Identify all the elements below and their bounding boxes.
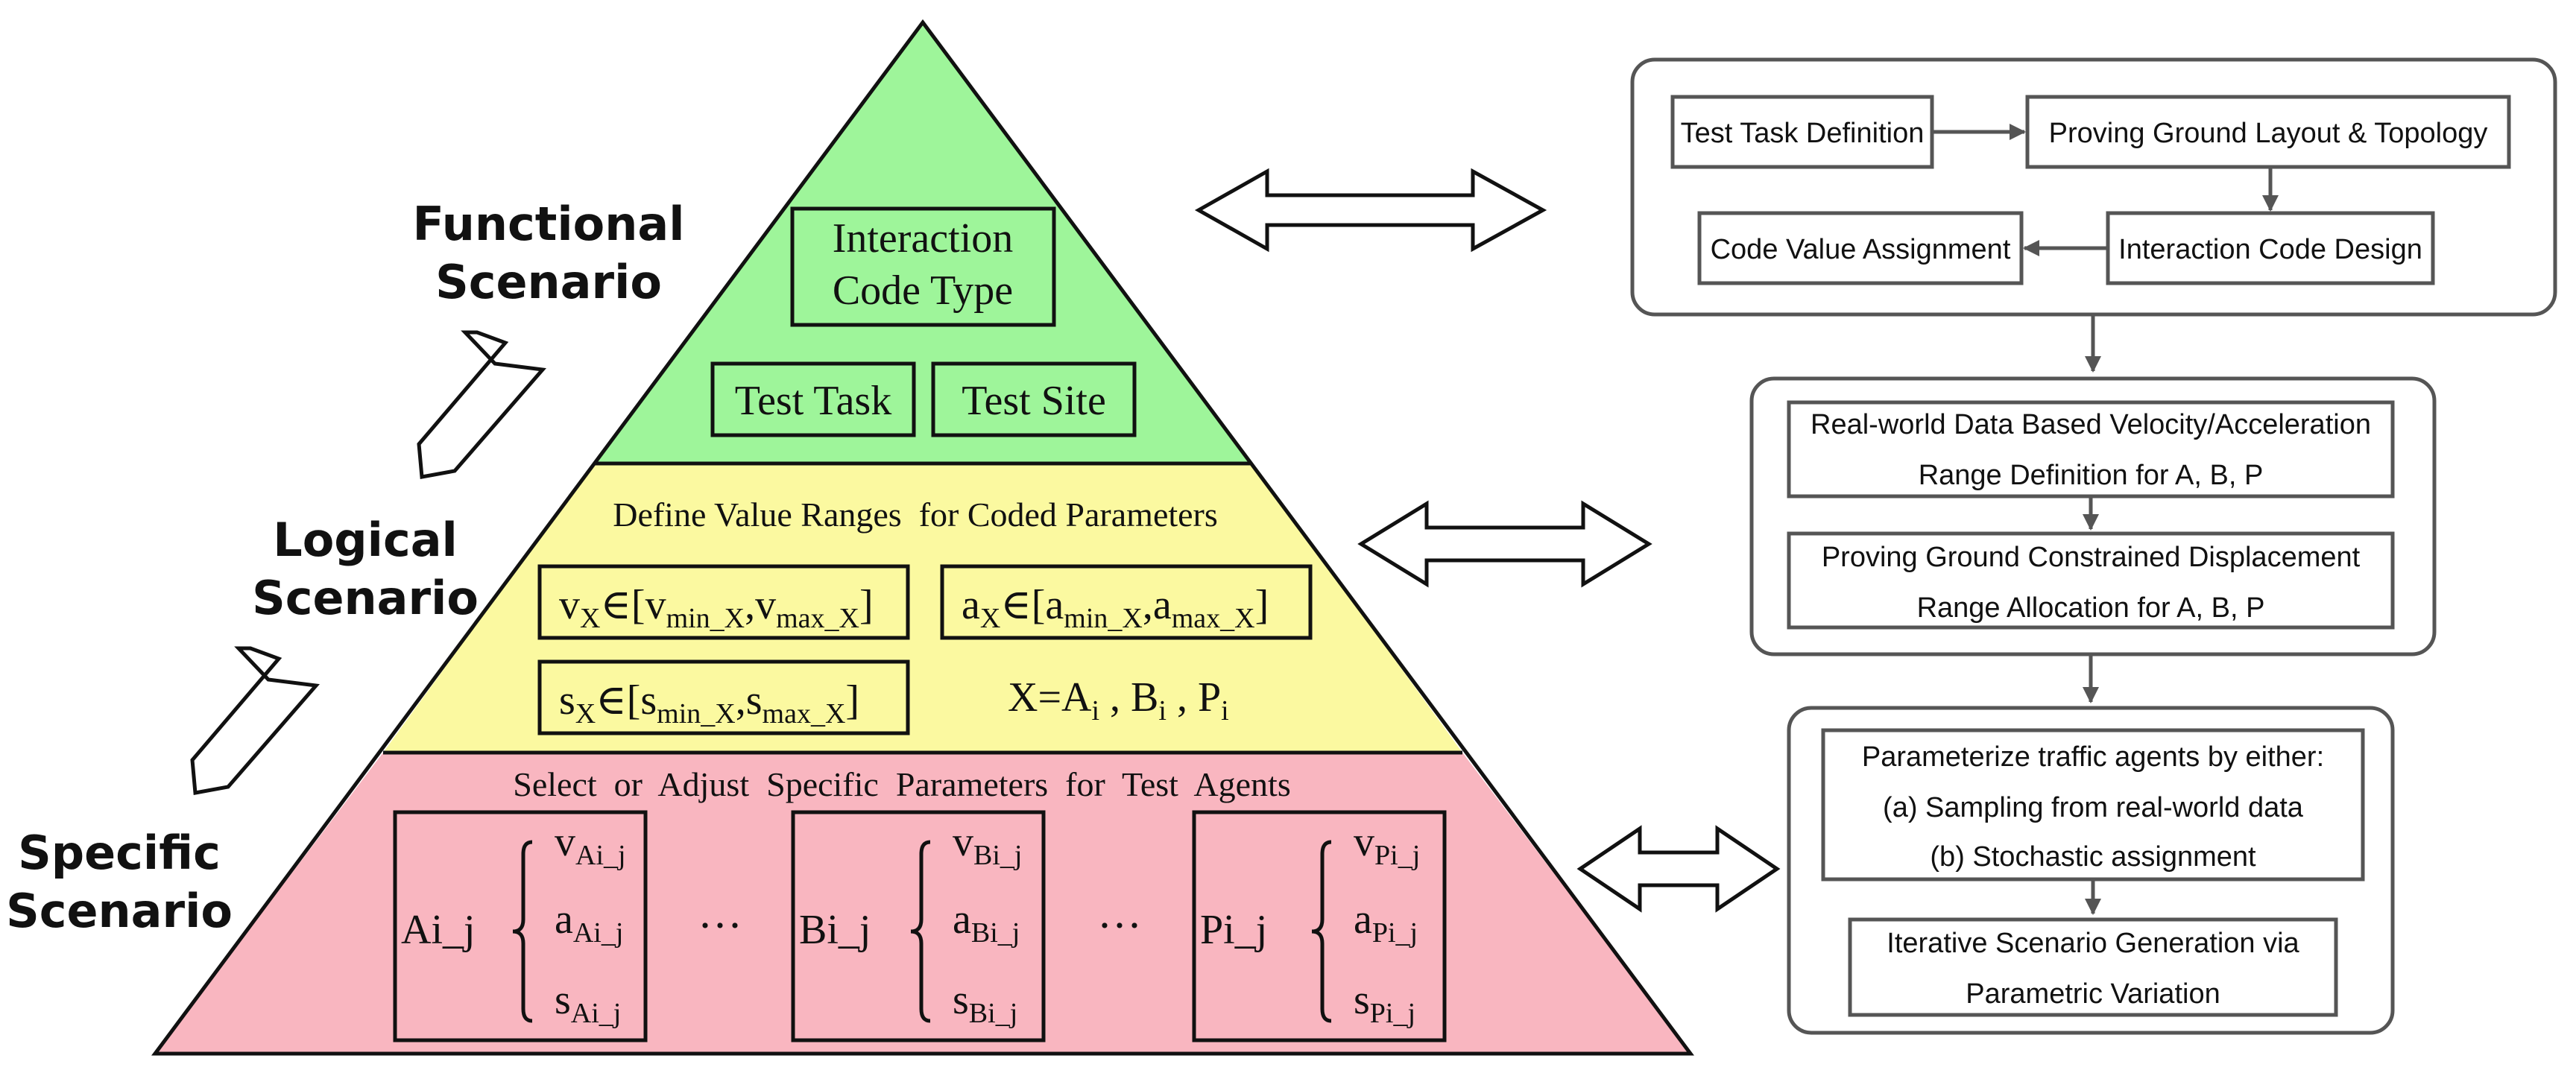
v-range-box: vX∈[vmin_X,vmax_X] xyxy=(537,564,910,640)
agent-block-pi-j: Pi_j vPi_j aPi_j sPi_j xyxy=(1192,810,1447,1042)
proving-ground-layout-label: Proving Ground Layout & Topology xyxy=(2049,118,2488,149)
interaction-code-type-line2: Code Type xyxy=(833,268,1013,314)
parameterize-agents-box: Parameterize traffic agents by either: (… xyxy=(1821,728,2365,882)
specific-scenario-label-line1: Specific xyxy=(18,826,221,880)
agent-block-bi-j: Bi_j vBi_j aBi_j sBi_j xyxy=(791,810,1046,1042)
agent-block-ai-j: Ai_j vAi_j aAi_j sAi_j xyxy=(393,810,648,1042)
agent-param-a: aPi_j xyxy=(1354,896,1418,949)
ellipsis-2: ··· xyxy=(1097,901,1142,950)
velocity-range-line2: Range Definition for A, B, P xyxy=(1919,460,2264,491)
agent-box xyxy=(393,810,648,1042)
double-arrow-middle xyxy=(1357,500,1652,588)
functional-to-logical-arrow xyxy=(417,330,546,479)
iterative-line1: Iterative Scenario Generation via xyxy=(1887,928,2299,959)
double-arrow-top xyxy=(1194,168,1547,253)
curly-brace xyxy=(512,840,533,1023)
agent-param-v: vBi_j xyxy=(953,819,1022,871)
parameterize-line2: (a) Sampling from real-world data xyxy=(1883,792,2304,823)
velocity-range-box: Real-world Data Based Velocity/Accelerat… xyxy=(1787,400,2395,499)
agent-name: Bi_j xyxy=(799,907,871,953)
test-site-label: Test Site xyxy=(962,378,1106,424)
specific-scenario-label-line2: Scenario xyxy=(6,884,233,938)
agent-param-v: vAi_j xyxy=(555,819,626,871)
test-task-label: Test Task xyxy=(735,378,891,424)
agent-param-v: vPi_j xyxy=(1354,819,1420,871)
interaction-code-design-label: Interaction Code Design xyxy=(2118,234,2422,265)
a-range-box: aX∈[amin_X,amax_X] xyxy=(940,564,1313,640)
curly-brace xyxy=(910,840,931,1023)
x-definition: X=Ai , Bi , Pi xyxy=(1008,674,1229,727)
agent-param-s: sAi_j xyxy=(555,977,621,1029)
logical-scenario-label-line2: Scenario xyxy=(252,571,479,625)
functional-scenario-label-line2: Scenario xyxy=(435,255,662,309)
interaction-code-design-box: Interaction Code Design xyxy=(2106,211,2435,285)
select-adjust-title: Select or Adjust Specific Parameters for… xyxy=(513,765,1291,803)
agent-name: Ai_j xyxy=(401,907,476,953)
agent-box xyxy=(791,810,1046,1042)
iterative-line2: Parametric Variation xyxy=(1966,978,2220,1010)
agent-param-s: sBi_j xyxy=(953,977,1017,1029)
functional-scenario-label-line1: Functional xyxy=(412,197,684,251)
agent-box xyxy=(1192,810,1447,1042)
flow-group-3-container xyxy=(1787,706,2395,1035)
displacement-range-line1: Proving Ground Constrained Displacement xyxy=(1822,542,2361,573)
logical-to-specific-arrow xyxy=(190,646,320,795)
test-task-definition-label: Test Task Definition xyxy=(1681,118,1925,149)
proving-ground-layout-box: Proving Ground Layout & Topology xyxy=(2025,95,2511,169)
test-task-box: Test Task xyxy=(710,361,916,437)
double-arrow-bottom xyxy=(1576,825,1781,913)
parameterize-line3: (b) Stochastic assignment xyxy=(1930,841,2256,873)
a-range-formula: aX∈[amin_X,amax_X] xyxy=(962,582,1269,634)
pyramid-top-layer xyxy=(593,22,1252,463)
agent-param-a: aBi_j xyxy=(953,896,1020,949)
code-value-assignment-box: Code Value Assignment xyxy=(1697,211,2024,285)
displacement-range-line2: Range Allocation for A, B, P xyxy=(1917,592,2265,624)
pyramid-middle-layer xyxy=(383,463,1462,753)
curly-brace xyxy=(1311,840,1332,1023)
code-value-assignment-label: Code Value Assignment xyxy=(1711,234,2011,265)
define-value-ranges-title: Define Value Ranges for Coded Parameters xyxy=(613,496,1218,534)
velocity-range-line1: Real-world Data Based Velocity/Accelerat… xyxy=(1811,409,2371,440)
s-range-box: sX∈[smin_X,smax_X] xyxy=(537,659,910,735)
ellipsis-1: ··· xyxy=(698,901,742,950)
test-task-definition-box: Test Task Definition xyxy=(1670,95,1934,169)
v-range-formula: vX∈[vmin_X,vmax_X] xyxy=(559,582,874,634)
agent-param-a: aAi_j xyxy=(555,896,623,949)
agents-layer: Ai_j vAi_j aAi_j sAi_j Bi_j vBi_j aBi_j sBi_j Pi… xyxy=(393,810,1447,1042)
flow-group-2-container xyxy=(1749,376,2437,656)
agent-name: Pi_j xyxy=(1200,907,1267,953)
pyramid-outline xyxy=(151,19,1694,1056)
interaction-code-type-line1: Interaction xyxy=(833,215,1014,262)
iterative-generation-box: Iterative Scenario Generation via Parame… xyxy=(1848,917,2338,1017)
test-site-box: Test Site xyxy=(931,361,1137,437)
displacement-range-box: Proving Ground Constrained Displacement … xyxy=(1787,531,2395,630)
parameterize-line1: Parameterize traffic agents by either: xyxy=(1862,741,2324,773)
interaction-code-type-box: Interaction Code Type xyxy=(790,206,1056,327)
logical-scenario-label-line1: Logical xyxy=(273,513,458,567)
agent-param-s: sPi_j xyxy=(1354,977,1415,1029)
s-range-formula: sX∈[smin_X,smax_X] xyxy=(559,677,859,730)
